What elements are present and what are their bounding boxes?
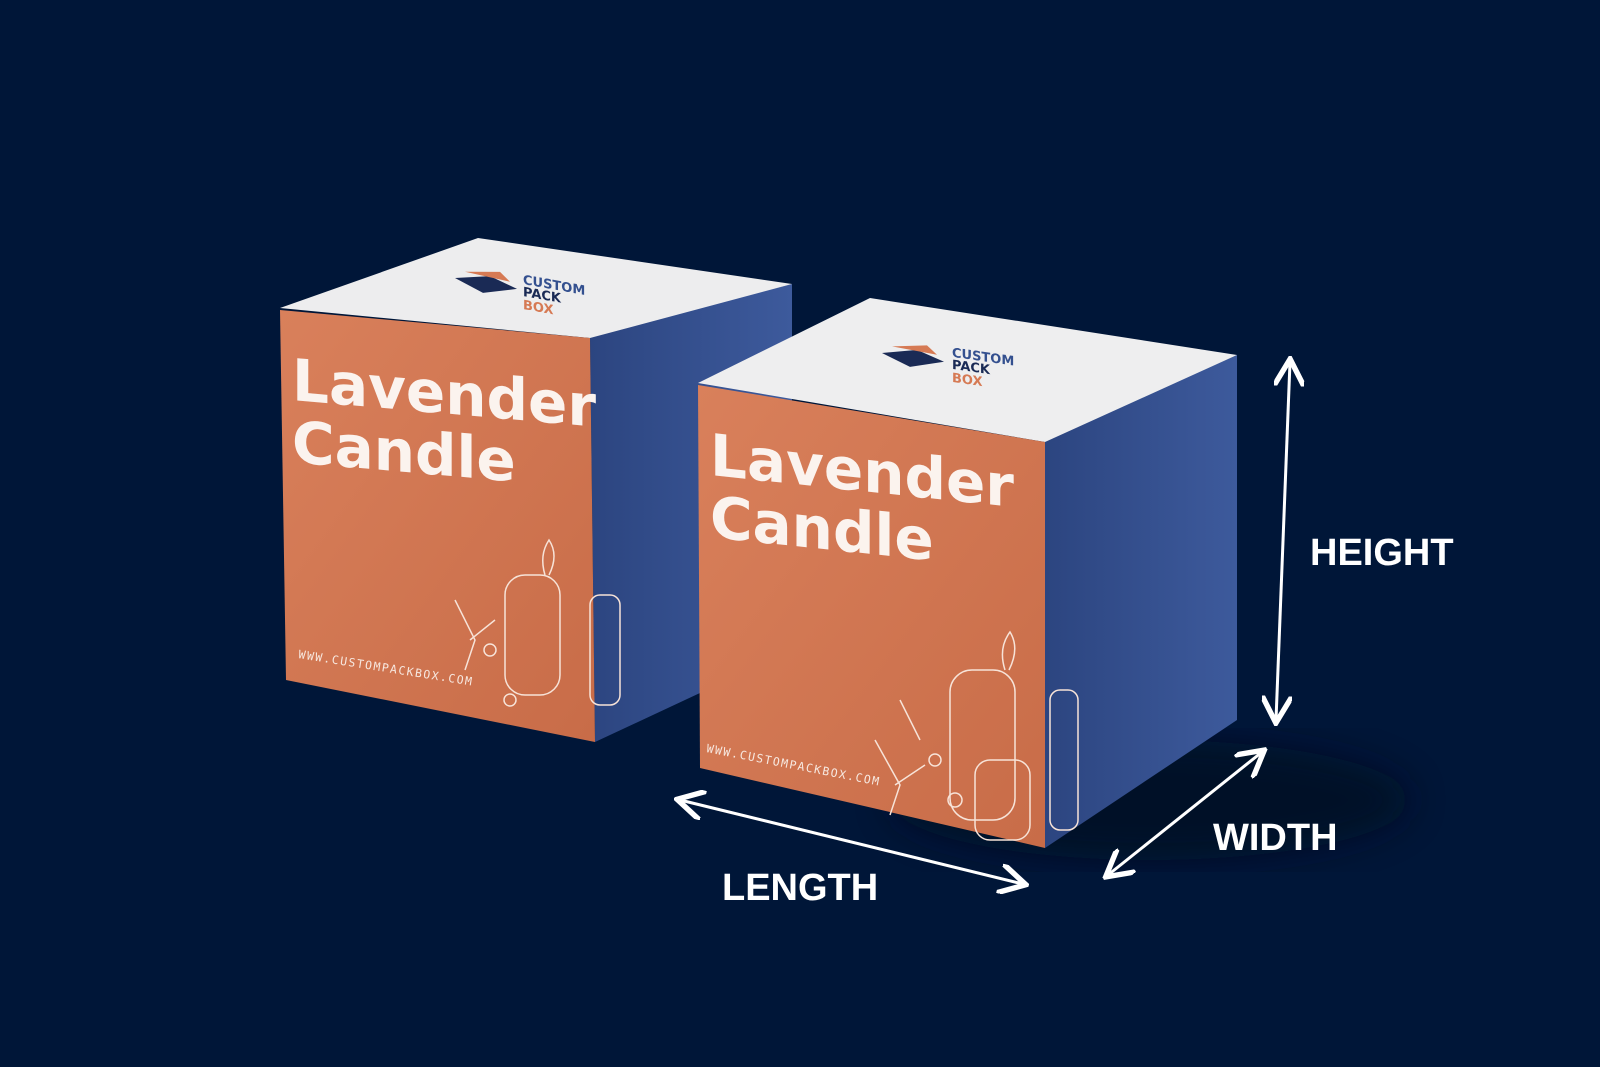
box-front-top [698,298,1237,442]
length-arrow [680,800,1023,884]
height-label: HEIGHT [1310,532,1454,574]
width-arrow [1108,752,1262,875]
svg-text:PACK: PACK [523,285,562,307]
svg-text:BOX: BOX [952,371,982,390]
box-back-logo: CUSTOM PACK BOX [455,271,585,318]
width-label: WIDTH [1213,817,1338,859]
svg-text:PACK: PACK [952,358,991,378]
box-front-side [1045,355,1237,848]
box-front-logo: CUSTOM PACK BOX [882,345,1014,390]
svg-text:BOX: BOX [523,298,554,318]
box-front-front [698,385,1045,848]
box-back-top [280,238,792,338]
box-back-front [280,310,595,742]
length-label: LENGTH [722,867,878,909]
candle-illustration [454,538,621,707]
box-front: Lavender Candle WWW.CUSTOMPACKBOX.COM CU… [698,298,1237,848]
height-arrow [1276,362,1290,720]
